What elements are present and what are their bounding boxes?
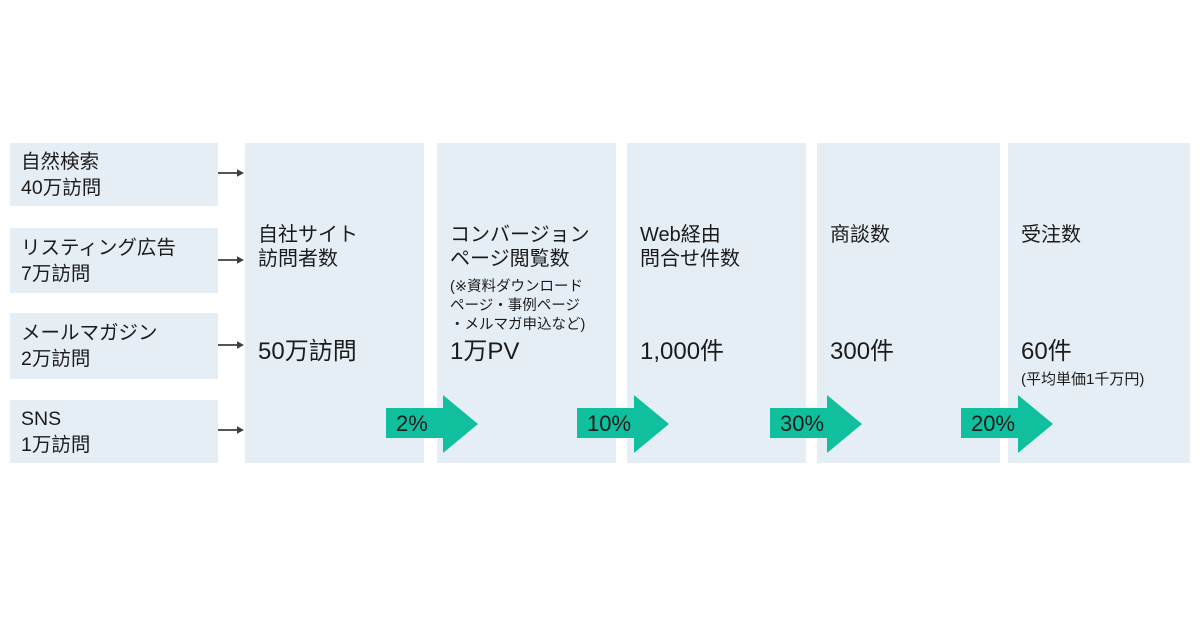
source-sns: SNS 1万訪問 bbox=[10, 400, 218, 463]
source-name: メールマガジン bbox=[21, 322, 158, 344]
stage-value: 1,000件 bbox=[640, 338, 725, 365]
source-email-magazine: メールマガジン 2万訪問 bbox=[10, 313, 218, 379]
conversion-rate-arrow: 2% bbox=[386, 395, 478, 453]
stage-site-visitors: 自社サイト 訪問者数 50万訪問 bbox=[245, 143, 424, 463]
source-listing-ads: リスティング広告 7万訪問 bbox=[10, 228, 218, 293]
stage-title-line: 自社サイト bbox=[258, 224, 358, 246]
stage-value: 50万訪問 bbox=[258, 338, 357, 365]
right-arrow-icon bbox=[577, 395, 669, 453]
source-organic-search: 自然検索 40万訪問 bbox=[10, 143, 218, 206]
source-name: リスティング広告 bbox=[21, 236, 176, 259]
stage-title-line: 訪問者数 bbox=[258, 248, 338, 270]
source-volume: 7万訪問 bbox=[21, 262, 91, 285]
source-volume: 1万訪問 bbox=[21, 433, 91, 456]
source-name: SNS bbox=[21, 407, 62, 430]
stage-title-line: Web経由 bbox=[640, 224, 721, 246]
source-volume: 40万訪問 bbox=[21, 176, 102, 199]
right-arrow-icon bbox=[961, 395, 1053, 453]
conversion-rate-arrow: 30% bbox=[770, 395, 862, 453]
stage-note-line: (※資料ダウンロード bbox=[450, 279, 583, 295]
stage-title: 商談数 bbox=[830, 223, 996, 247]
stage-note: (※資料ダウンロード ページ・事例ページ ・メルマガ申込など) bbox=[450, 278, 612, 335]
stage-note-line: ・メルマガ申込など) bbox=[450, 317, 586, 333]
source-volume: 2万訪問 bbox=[21, 348, 91, 370]
connector-right-arrow-icon bbox=[218, 255, 244, 265]
stage-title-line: コンバージョン bbox=[450, 224, 590, 246]
stage-title: コンバージョン ページ閲覧数 (※資料ダウンロード ページ・事例ページ ・メルマ… bbox=[450, 223, 612, 335]
stage-title-line: ページ閲覧数 bbox=[450, 248, 570, 270]
conversion-rate-label: 20% bbox=[971, 411, 1016, 436]
conversion-rate-arrow: 10% bbox=[577, 395, 669, 453]
stage-orders: 受注数 60件 (平均単価1千万円) bbox=[1008, 143, 1190, 463]
stage-title-line: 商談数 bbox=[830, 224, 890, 246]
stage-value-note: (平均単価1千万円) bbox=[1021, 371, 1145, 388]
stage-title-line: 受注数 bbox=[1021, 224, 1081, 246]
conversion-rate-label: 2% bbox=[396, 411, 428, 436]
stage-title: 自社サイト 訪問者数 bbox=[258, 223, 420, 271]
stage-value: 300件 bbox=[830, 338, 895, 365]
stage-value: 60件 (平均単価1千万円) bbox=[1021, 339, 1186, 389]
conversion-rate-label: 10% bbox=[587, 411, 632, 436]
stage-title: 受注数 bbox=[1021, 223, 1186, 247]
right-arrow-icon bbox=[770, 395, 862, 453]
connector-right-arrow-icon bbox=[218, 340, 244, 350]
stage-value: 1万PV bbox=[450, 338, 520, 365]
conversion-rate-label: 30% bbox=[780, 411, 825, 436]
right-arrow-icon bbox=[386, 395, 478, 453]
stage-title-line: 問合せ件数 bbox=[640, 248, 740, 270]
stage-note-line: ページ・事例ページ bbox=[450, 298, 580, 314]
stage-value-number: 60件 bbox=[1021, 338, 1072, 365]
source-name: 自然検索 bbox=[21, 150, 100, 173]
stage-title: Web経由 問合せ件数 bbox=[640, 223, 802, 271]
conversion-rate-arrow: 20% bbox=[961, 395, 1053, 453]
connector-right-arrow-icon bbox=[218, 425, 244, 435]
connector-right-arrow-icon bbox=[218, 168, 244, 178]
